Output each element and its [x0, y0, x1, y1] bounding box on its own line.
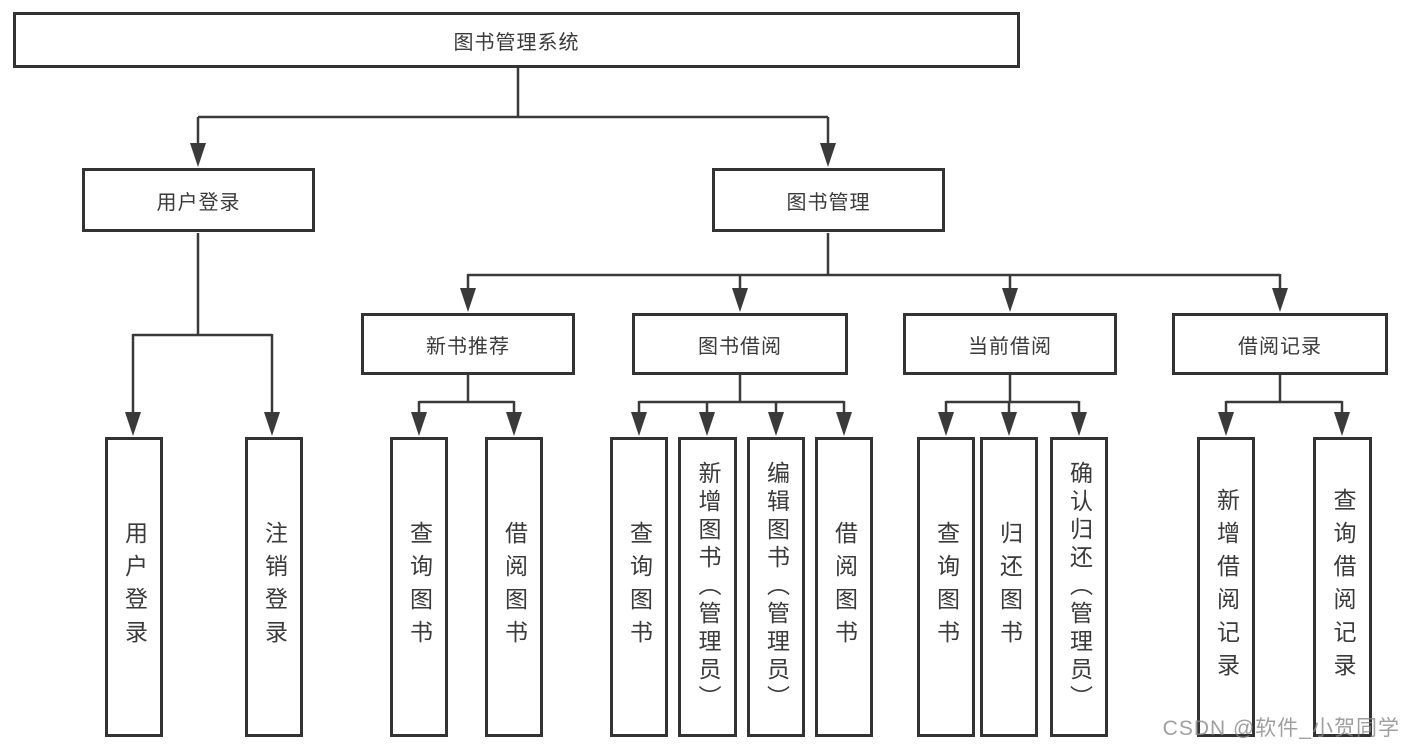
node-book-management-label: 图书管理 [786, 191, 871, 214]
node-new-book-recommend: 新书推荐 [361, 313, 575, 375]
leaf-user-login-label: 用户登录 [121, 521, 148, 653]
node-library-system-label: 图书管理系统 [453, 31, 580, 54]
node-borrowing-records: 借阅记录 [1172, 313, 1388, 375]
leaf-logout-login: 注销登录 [245, 437, 303, 737]
leaf-return-books-label: 归还图书 [996, 521, 1023, 653]
node-current-borrowing: 当前借阅 [903, 313, 1117, 375]
leaf-borrow-books-label: 借阅图书 [501, 521, 528, 653]
leaf-query-borrow-record: 查询借阅记录 [1313, 437, 1372, 737]
arrowheads [125, 143, 1350, 436]
node-library-system: 图书管理系统 [13, 12, 1020, 68]
leaf-edit-book-admin: 编辑图书（管理员） [747, 437, 805, 737]
leaf-borrow-books: 借阅图书 [485, 437, 543, 737]
node-user-login: 用户登录 [82, 168, 315, 232]
node-current-borrowing-label: 当前借阅 [968, 335, 1052, 358]
node-book-borrowing: 图书借阅 [632, 313, 848, 375]
leaf-borrow-books: 借阅图书 [815, 437, 873, 737]
leaf-add-borrow-record: 新增借阅记录 [1197, 437, 1255, 737]
leaf-query-books: 查询图书 [917, 437, 975, 737]
leaf-edit-book-admin-label: 编辑图书（管理员） [763, 461, 790, 713]
node-borrowing-records-label: 借阅记录 [1238, 335, 1322, 358]
leaf-logout-login-label: 注销登录 [261, 521, 288, 653]
csdn-watermark: CSDN @软件_小贺同学 [1162, 717, 1400, 740]
leaf-query-books: 查询图书 [610, 437, 668, 737]
leaf-query-books-label: 查询图书 [626, 521, 653, 653]
leaf-query-books-label: 查询图书 [933, 521, 960, 653]
node-new-book-recommend-label: 新书推荐 [426, 335, 510, 358]
node-book-borrowing-label: 图书借阅 [698, 335, 782, 358]
node-user-login-label: 用户登录 [156, 191, 241, 214]
leaf-borrow-books-label: 借阅图书 [831, 521, 858, 653]
leaf-query-borrow-record-label: 查询借阅记录 [1330, 488, 1356, 686]
leaf-confirm-return-admin-label: 确认归还（管理员） [1066, 461, 1093, 713]
leaf-query-books: 查询图书 [390, 437, 448, 737]
node-book-management: 图书管理 [712, 168, 945, 232]
leaf-confirm-return-admin: 确认归还（管理员） [1050, 437, 1108, 737]
leaf-query-books-label: 查询图书 [406, 521, 433, 653]
leaf-add-book-admin: 新增图书（管理员） [678, 437, 737, 737]
leaf-add-book-admin-label: 新增图书（管理员） [695, 461, 721, 713]
leaf-return-books: 归还图书 [980, 437, 1038, 737]
leaf-user-login: 用户登录 [105, 437, 163, 737]
leaf-add-borrow-record-label: 新增借阅记录 [1213, 488, 1240, 686]
